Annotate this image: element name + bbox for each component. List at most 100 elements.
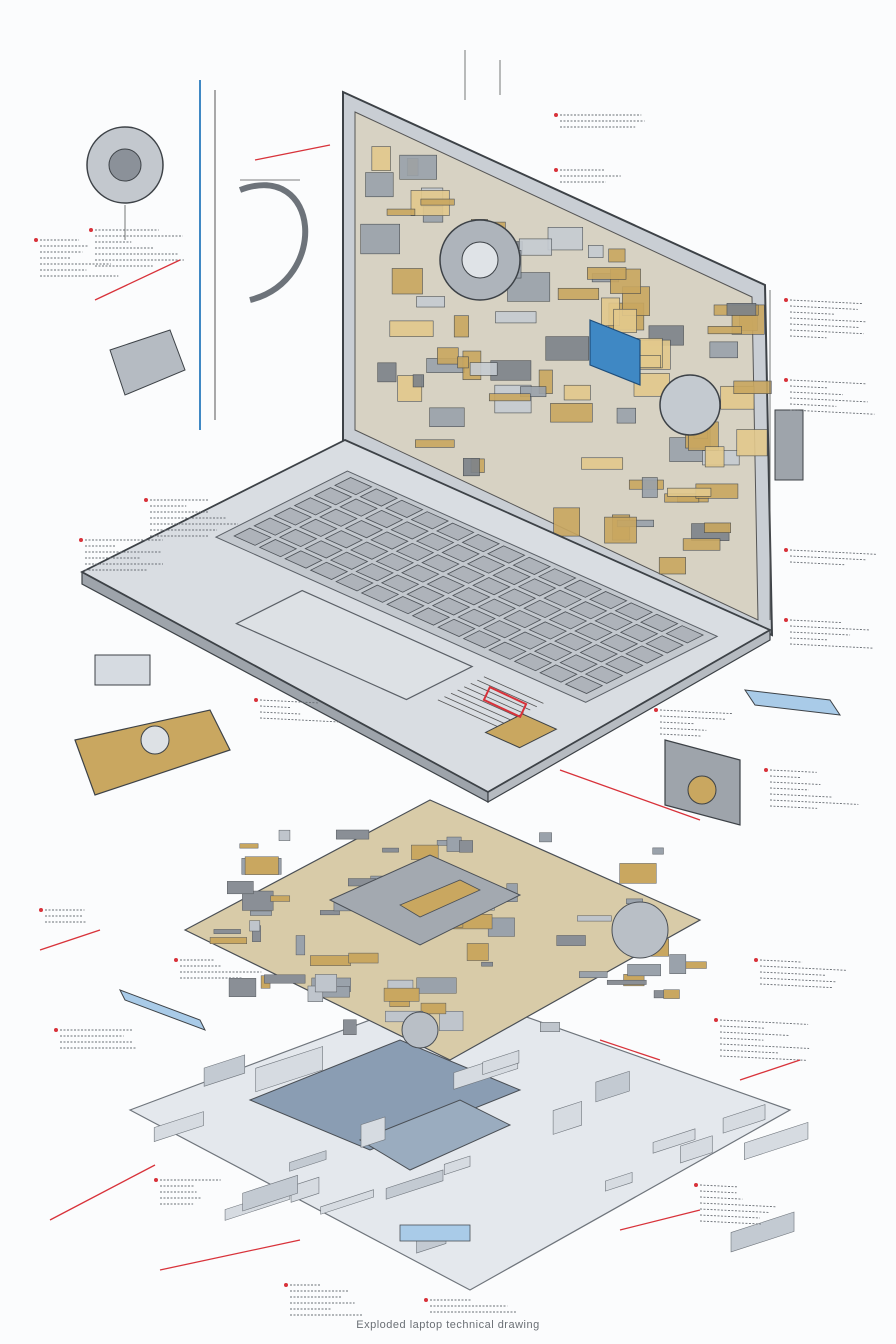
plate-component	[744, 1121, 809, 1160]
annotation-text-scribble	[659, 709, 733, 715]
fingerprint-sensor	[484, 713, 558, 749]
red-leader-line	[619, 1209, 701, 1231]
keyboard-key	[554, 632, 593, 651]
plate-component	[722, 1104, 766, 1134]
lid-component	[733, 380, 772, 395]
keyboard-key	[324, 530, 364, 549]
keyboard-key	[273, 507, 313, 526]
annotation-text-scribble	[659, 715, 726, 720]
plate-component	[595, 1070, 630, 1103]
annotation-text-scribble	[789, 643, 874, 649]
lid-component	[488, 393, 531, 402]
annotation-text-scribble	[789, 329, 864, 335]
plate-component	[605, 1171, 633, 1192]
annotation-text-scribble	[789, 323, 860, 328]
annotation-marker	[784, 548, 788, 552]
lid-component	[412, 374, 425, 388]
annotation-marker	[254, 698, 258, 702]
keyboard-key	[415, 532, 455, 551]
annotation-text-scribble	[699, 1214, 761, 1219]
annotation-text-scribble	[699, 1196, 743, 1200]
annotation-marker	[424, 1298, 428, 1302]
plate-component	[730, 1211, 795, 1253]
keyboard-key	[309, 561, 349, 580]
board-component	[619, 863, 657, 884]
keyboard-key	[278, 528, 318, 548]
camera-lens	[687, 775, 717, 805]
annotation-marker	[284, 1283, 288, 1287]
speaker-grille-line	[450, 692, 511, 721]
keyboard-key	[299, 518, 338, 537]
annotation-text-scribble	[769, 775, 802, 779]
keyboard-key	[523, 599, 562, 619]
keyboard-key	[568, 601, 608, 620]
keyboard-key	[395, 542, 435, 562]
keyboard-key	[492, 566, 531, 586]
keyboard-key	[406, 585, 445, 605]
keyboard-key	[462, 630, 502, 649]
board-component	[627, 964, 661, 977]
lid-component	[726, 303, 757, 316]
keyboard-key	[538, 568, 577, 587]
board-component	[270, 895, 291, 902]
annotation-marker	[784, 298, 788, 302]
keyboard-key	[364, 509, 404, 529]
annotation-text-scribble	[769, 787, 809, 791]
plate-component	[443, 1155, 471, 1176]
red-leader-line	[94, 259, 181, 301]
lid-component	[704, 446, 725, 468]
speaker-grille-line	[444, 696, 505, 724]
lid-component	[463, 458, 480, 477]
lid-component	[563, 384, 591, 401]
lid-component	[553, 507, 580, 537]
annotation-marker	[79, 538, 83, 542]
annotation-text-scribble	[719, 1019, 809, 1025]
board-component	[382, 847, 399, 853]
bottom-case-plate	[128, 989, 809, 1291]
speaker-grille-line	[437, 699, 498, 727]
annotation-text-scribble	[719, 1049, 779, 1054]
board-component	[228, 978, 257, 997]
board-component	[383, 987, 420, 1002]
annotation-text-scribble	[789, 311, 835, 315]
keyboard-key	[355, 563, 394, 582]
annotation-text-scribble	[259, 705, 291, 708]
trackpad	[235, 589, 474, 701]
plate-component	[360, 1116, 386, 1148]
lid-component	[520, 386, 547, 398]
board-component	[446, 836, 462, 852]
keyboard-key	[625, 645, 664, 664]
annotation-text-scribble	[789, 637, 829, 641]
keyboard-key	[528, 621, 568, 640]
keyboard-key	[437, 618, 476, 637]
annotation-text-scribble	[719, 1043, 810, 1049]
keyboard-key	[533, 642, 573, 662]
lid-component	[704, 522, 731, 533]
annotation-marker	[174, 958, 178, 962]
keyboard-key	[411, 607, 451, 626]
keyboard-key	[605, 655, 644, 674]
plate-component	[255, 1046, 323, 1093]
lid-component	[613, 308, 637, 333]
keyboard-key	[461, 534, 501, 553]
annotation-marker	[784, 618, 788, 622]
lid-component	[416, 296, 445, 308]
keyboard-key	[482, 620, 522, 639]
board-component	[653, 990, 666, 999]
lid-component	[415, 439, 455, 448]
lid-component	[437, 347, 459, 365]
motherboard-layer	[183, 799, 707, 1061]
keyboard-key	[380, 574, 420, 593]
annotation-text-scribble	[719, 1031, 790, 1036]
lid-component	[604, 516, 637, 544]
keyboard-key	[334, 477, 373, 496]
speaker-grille-line	[483, 676, 544, 704]
fan-hub	[108, 148, 142, 182]
speaker-grille-line	[470, 683, 531, 711]
annotation-text-scribble	[789, 299, 863, 305]
plate-component	[242, 1174, 298, 1212]
annotation-text-scribble	[769, 805, 818, 809]
annotation-text-scribble	[769, 781, 821, 785]
annotation-text-scribble	[789, 631, 851, 636]
annotation-text-scribble	[789, 385, 829, 389]
